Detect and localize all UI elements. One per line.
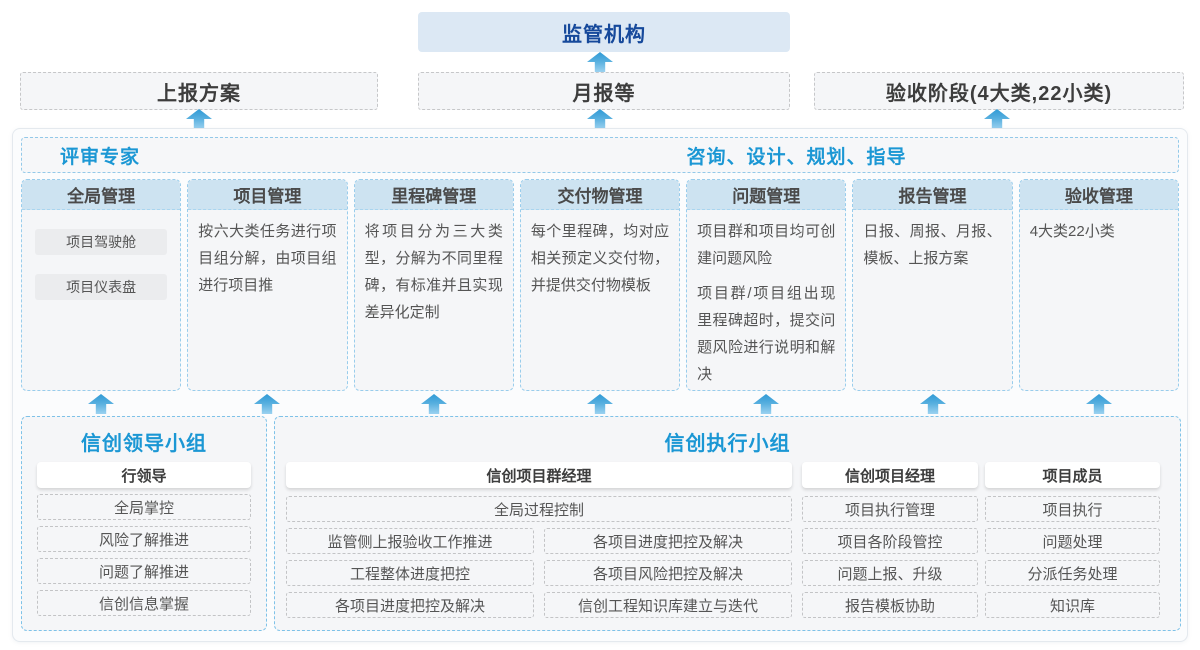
column-title: 全局管理 [22, 180, 181, 210]
column-description: 日报、周报、月报、模板、上报方案 [863, 223, 1002, 267]
list-item: 各项目进度把控及解决 [286, 592, 534, 618]
up-arrow-icon [587, 52, 613, 72]
list-item: 工程整体进度把控 [286, 560, 534, 586]
list-item: 全局过程控制 [286, 496, 792, 522]
leadership-group-content: 行领导 全局掌控 风险了解推进 问题了解推进 信创信息掌握 [37, 462, 251, 616]
program-manager-columns: 监管侧上报验收工作推进 工程整体进度把控 各项目进度把控及解决 各项目进度把控及… [286, 522, 792, 618]
role-project-manager: 信创项目经理 [802, 462, 978, 488]
up-arrow-icon [587, 109, 613, 129]
column-description: 按六大类任务进行项目组分解，由项目组进行项目推 [198, 223, 337, 294]
column-acceptance-management: 验收管理 4大类22小类 [1018, 179, 1179, 391]
column-description: 将项目分为三大类型，分解为不同里程碑，有标准并且实现差异化定制 [364, 223, 503, 321]
platform-container: 评审专家 咨询、设计、规划、指导 全局管理 项目驾驶舱 项目仪表盘 项目管理 按… [12, 128, 1188, 642]
column-issue-management: 问题管理 项目群和项目均可创建问题风险 项目群/项目组出现里程碑超时，提交问题风… [686, 179, 847, 391]
channel-box-monthly-report: 月报等 [418, 72, 790, 110]
role-program-manager: 信创项目群经理 [286, 462, 792, 488]
leadership-group-title: 信创领导小组 [81, 433, 207, 455]
advisor-strip: 评审专家 咨询、设计、规划、指导 [21, 137, 1179, 173]
leadership-group-box: 信创领导小组 行领导 全局掌控 风险了解推进 问题了解推进 信创信息掌握 [21, 416, 267, 631]
list-item: 信创工程知识库建立与迭代 [544, 592, 792, 618]
up-arrow-icon [587, 394, 613, 414]
list-item: 问题处理 [985, 528, 1160, 554]
column-title: 里程碑管理 [354, 180, 513, 210]
column-description: 4大类22小类 [1029, 223, 1115, 240]
role-bank-leaders: 行领导 [37, 462, 251, 488]
list-item: 各项目进度把控及解决 [544, 528, 792, 554]
column-description: 项目群/项目组出现里程碑超时，提交问题风险进行说明和解决 [697, 285, 836, 383]
list-item: 各项目风险把控及解决 [544, 560, 792, 586]
up-arrow-icon [753, 394, 779, 414]
column-title: 问题管理 [687, 180, 846, 210]
list-item: 分派任务处理 [985, 560, 1160, 586]
list-item: 问题上报、升级 [802, 560, 978, 586]
list-item: 信创信息掌握 [37, 590, 251, 616]
list-item: 全局掌控 [37, 494, 251, 520]
column-global-management: 全局管理 项目驾驶舱 项目仪表盘 [21, 179, 182, 391]
up-arrow-icon [254, 394, 280, 414]
list-item: 知识库 [985, 592, 1160, 618]
up-arrow-icon [1086, 394, 1112, 414]
list-item: 问题了解推进 [37, 558, 251, 584]
regulator-box: 监管机构 [418, 12, 790, 52]
management-columns: 全局管理 项目驾驶舱 项目仪表盘 项目管理 按六大类任务进行项目组分解，由项目组… [21, 179, 1179, 391]
program-manager-area: 信创项目群经理 全局过程控制 监管侧上报验收工作推进 工程整体进度把控 各项目进… [286, 462, 792, 618]
up-arrow-icon [984, 109, 1010, 129]
column-deliverable-management: 交付物管理 每个里程碑，均对应相关预定义交付物，并提供交付物模板 [519, 179, 681, 391]
list-item: 项目各阶段管控 [802, 528, 978, 554]
column-title: 报告管理 [853, 180, 1012, 210]
pill-project-dashboard: 项目仪表盘 [35, 274, 168, 300]
column-milestone-management: 里程碑管理 将项目分为三大类型，分解为不同里程碑，有标准并且实现差异化定制 [353, 179, 514, 391]
column-title: 项目管理 [188, 180, 347, 210]
review-experts-label: 评审专家 [60, 146, 141, 168]
list-item: 项目执行 [985, 496, 1160, 522]
consulting-design-label: 咨询、设计、规划、指导 [686, 146, 907, 168]
up-arrow-icon [421, 394, 447, 414]
project-manager-area: 信创项目经理 项目执行管理 项目各阶段管控 问题上报、升级 报告模板协助 [802, 462, 978, 618]
up-arrow-icon [920, 394, 946, 414]
list-item: 监管侧上报验收工作推进 [286, 528, 534, 554]
channel-box-report-plan: 上报方案 [20, 72, 378, 110]
project-member-area: 项目成员 项目执行 问题处理 分派任务处理 知识库 [985, 462, 1160, 618]
column-description: 每个里程碑，均对应相关预定义交付物，并提供交付物模板 [530, 223, 670, 294]
list-item: 报告模板协助 [802, 592, 978, 618]
channel-box-acceptance-stage: 验收阶段(4大类,22小类) [814, 72, 1184, 110]
column-title: 交付物管理 [520, 180, 680, 210]
up-arrow-icon [88, 394, 114, 414]
program-manager-left-column: 监管侧上报验收工作推进 工程整体进度把控 各项目进度把控及解决 [286, 522, 534, 618]
execution-group-box: 信创执行小组 信创项目群经理 全局过程控制 监管侧上报验收工作推进 工程整体进度… [274, 416, 1181, 631]
program-manager-right-column: 各项目进度把控及解决 各项目风险把控及解决 信创工程知识库建立与迭代 [544, 522, 792, 618]
pill-project-cockpit: 项目驾驶舱 [35, 229, 168, 255]
up-arrow-icon [186, 109, 212, 129]
role-project-member: 项目成员 [985, 462, 1160, 488]
column-description: 项目群和项目均可创建问题风险 [697, 223, 836, 267]
column-project-management: 项目管理 按六大类任务进行项目组分解，由项目组进行项目推 [187, 179, 348, 391]
execution-group-title: 信创执行小组 [664, 433, 791, 455]
column-title: 验收管理 [1019, 180, 1178, 210]
list-item: 项目执行管理 [802, 496, 978, 522]
column-report-management: 报告管理 日报、周报、月报、模板、上报方案 [852, 179, 1013, 391]
list-item: 风险了解推进 [37, 526, 251, 552]
